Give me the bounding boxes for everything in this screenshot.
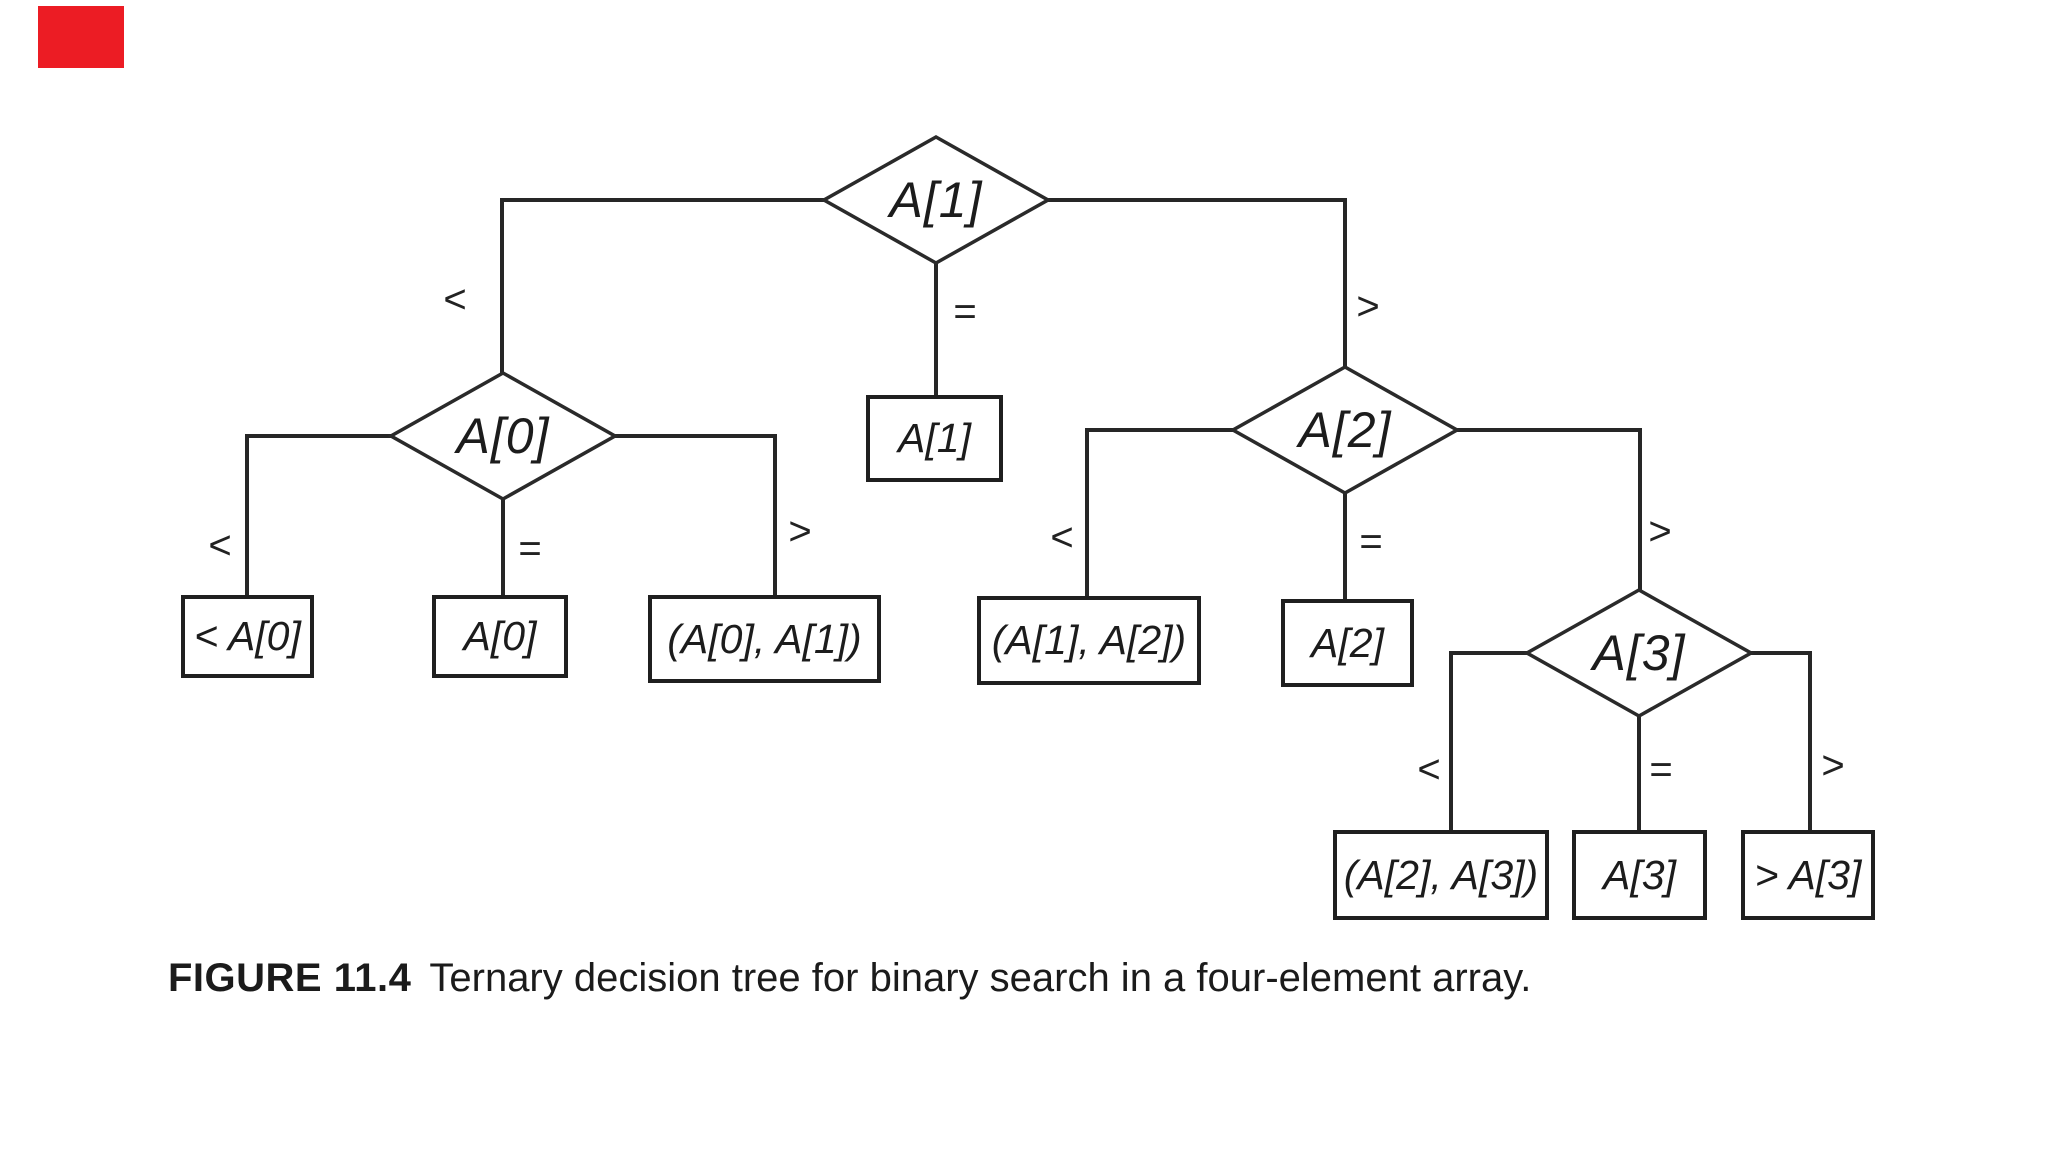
figure-caption: FIGURE 11.4 Ternary decision tree for bin… (168, 956, 1531, 1001)
leaf-greater-than-a3: > A[3] (1741, 830, 1875, 920)
edge-label-a0-greater: > (788, 509, 812, 554)
edge-a0-right-h (612, 434, 777, 438)
edge-a2-left-h (1085, 428, 1238, 432)
edge-a2-right-v (1638, 428, 1642, 594)
edge-a0-left-h (245, 434, 395, 438)
decision-node-a2: A[2] (1230, 364, 1460, 496)
leaf-a1: A[1] (866, 395, 1003, 482)
decision-node-label: A[2] (1298, 402, 1392, 458)
diamond-shape (388, 370, 618, 502)
diamond-shape (821, 134, 1051, 266)
edge-a2-right-h (1453, 428, 1642, 432)
leaf-a3: A[3] (1572, 830, 1707, 920)
leaf-a2: A[2] (1281, 599, 1414, 687)
edge-label-a2-equal: = (1359, 519, 1383, 564)
edge-label-a3-less: < (1417, 747, 1441, 792)
decision-node-label: A[0] (456, 408, 550, 464)
edge-a3-right-v (1808, 651, 1812, 834)
decision-node-label: A[1] (889, 172, 983, 228)
edge-a2-equal-v (1343, 490, 1347, 604)
leaf-less-than-a0: < A[0] (181, 595, 314, 678)
edge-label-root-greater: > (1356, 284, 1380, 329)
decision-node-a1: A[1] (821, 134, 1051, 266)
edge-a0-equal-v (501, 496, 505, 599)
edge-root-left-h (500, 198, 828, 202)
diamond-shape (1524, 587, 1754, 719)
figure-caption-number: FIGURE 11.4 (168, 956, 412, 1000)
edge-label-root-equal: = (953, 289, 977, 334)
edge-label-a2-less: < (1050, 515, 1074, 560)
edge-label-a3-equal: = (1649, 747, 1673, 792)
leaf-interval-a0-a1: (A[0], A[1]) (648, 595, 881, 683)
edge-root-left-v (500, 198, 504, 376)
red-marker (38, 6, 124, 68)
edge-a2-left-v (1085, 428, 1089, 603)
edge-root-right-h (1045, 198, 1347, 202)
edge-root-right-v (1343, 198, 1347, 371)
figure-caption-text: Ternary decision tree for binary search … (429, 956, 1532, 1000)
edge-label-a3-greater: > (1821, 743, 1845, 788)
edge-label-root-less: < (443, 277, 467, 322)
edge-a3-right-h (1747, 651, 1812, 655)
leaf-interval-a1-a2: (A[1], A[2]) (977, 596, 1201, 685)
decision-node-a0: A[0] (388, 370, 618, 502)
leaf-interval-a2-a3: (A[2], A[3]) (1333, 830, 1549, 920)
edge-a0-right-v (773, 434, 777, 599)
edge-label-a0-equal: = (518, 526, 542, 571)
edge-a3-left-v (1449, 651, 1453, 834)
decision-node-a3: A[3] (1524, 587, 1754, 719)
leaf-a0: A[0] (432, 595, 568, 678)
edge-label-a0-less: < (208, 523, 232, 568)
edge-a3-left-h (1449, 651, 1531, 655)
edge-a0-left-v (245, 434, 249, 599)
diamond-shape (1230, 364, 1460, 496)
edge-label-a2-greater: > (1648, 509, 1672, 554)
edge-root-equal-v (934, 259, 938, 399)
decision-node-label: A[3] (1592, 625, 1686, 681)
edge-a3-equal-v (1637, 712, 1641, 834)
